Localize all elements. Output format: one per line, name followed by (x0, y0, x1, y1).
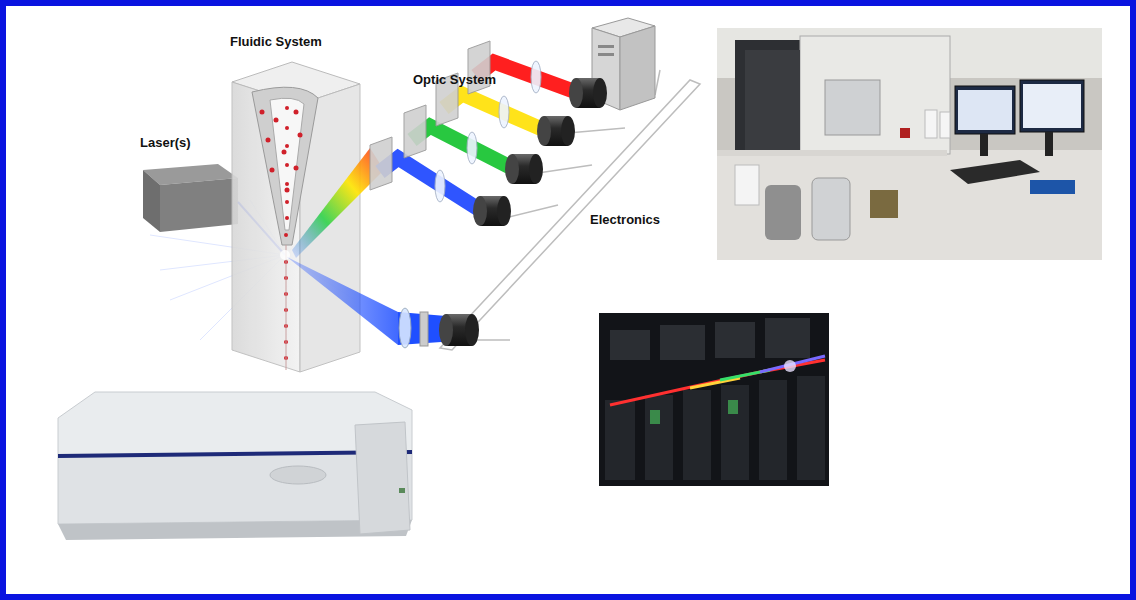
part-label: Fluidic System (230, 34, 322, 50)
lab-photo (717, 28, 1102, 260)
part-label: Electronics (590, 212, 660, 228)
frame (3, 3, 1133, 597)
computer-tower (592, 18, 655, 110)
flow-cell (232, 62, 360, 372)
part-label: Optic System (413, 72, 496, 88)
benchtop-cytometer (58, 392, 412, 540)
forward-scatter (287, 257, 470, 348)
part-label: Laser(s) (140, 135, 191, 151)
detectors (439, 78, 607, 346)
emission-beams (380, 62, 576, 210)
dichroic-mirrors (370, 41, 490, 190)
electronics-board (440, 70, 700, 350)
optics-photo (599, 313, 829, 486)
